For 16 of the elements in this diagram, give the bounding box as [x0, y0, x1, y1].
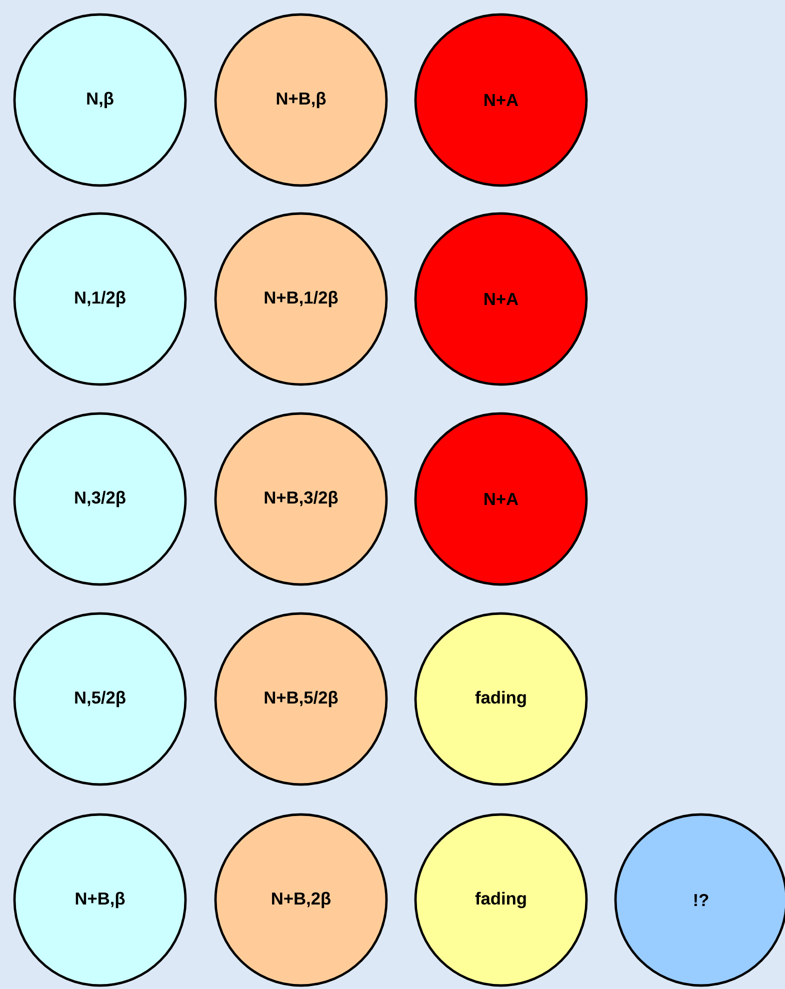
circle-node: N+B,2β [214, 813, 388, 987]
circle-node: !? [614, 813, 785, 987]
circle-node: N+B,1/2β [214, 212, 388, 386]
circle-node: N,3/2β [13, 412, 187, 586]
circle-node: N,5/2β [13, 612, 187, 786]
circle-node: N+A [414, 412, 588, 586]
circle-node: N+B,β [13, 813, 187, 987]
circle-node: N+B,β [214, 13, 388, 187]
circle-node: fading [414, 813, 588, 987]
circle-node: N,β [13, 13, 187, 187]
circle-node: N+A [414, 212, 588, 386]
circle-node: N,1/2β [13, 212, 187, 386]
circle-node: N+B,5/2β [214, 612, 388, 786]
circle-node: N+A [414, 13, 588, 187]
circle-node: N+B,3/2β [214, 412, 388, 586]
circle-node: fading [414, 612, 588, 786]
